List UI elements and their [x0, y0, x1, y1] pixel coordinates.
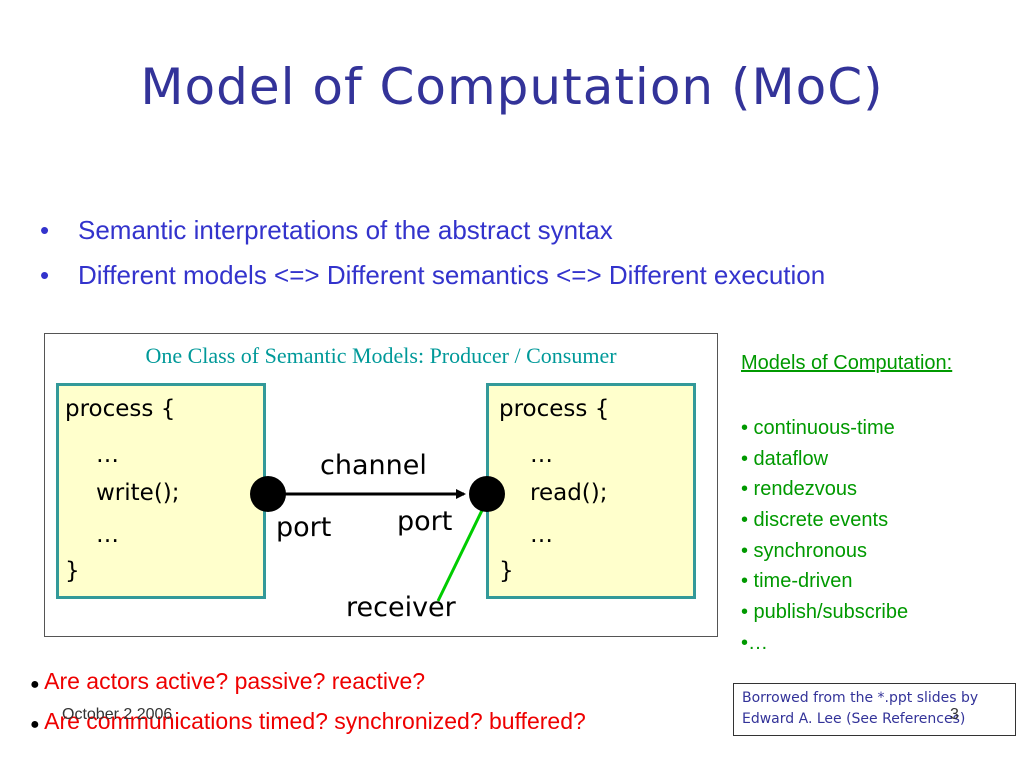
bullet-item: • Semantic interpretations of the abstra… — [40, 212, 1020, 257]
models-list-item: • time-driven — [741, 570, 853, 593]
models-list-item: • rendezvous — [741, 478, 857, 501]
right-port-label: port — [397, 506, 453, 537]
consumer-line: … — [530, 522, 553, 548]
producer-line: … — [96, 522, 119, 548]
models-list-item: • continuous-time — [741, 417, 895, 439]
bullet-text: Semantic interpretations of the abstract… — [78, 215, 613, 245]
bullet-item: • Different models <=> Different semanti… — [40, 257, 1020, 302]
receiver-label: receiver — [346, 592, 456, 623]
question-item: ● Are communications timed? synchronized… — [30, 708, 586, 735]
question-marker: ● — [30, 716, 40, 733]
credit-line: Borrowed from the *.ppt slides by — [742, 690, 979, 706]
question-text: Are communications timed? synchronized? … — [44, 708, 586, 734]
consumer-line: process { — [499, 396, 610, 422]
bullet-marker: • — [40, 260, 50, 290]
producer-line: … — [96, 442, 119, 468]
models-list-item: • publish/subscribe — [741, 601, 909, 624]
slide-title: Model of Computation (MoC) — [140, 58, 884, 116]
producer-line: write(); — [96, 480, 180, 506]
producer-line: } — [65, 558, 80, 584]
credit-line: Edward A. Lee (See References) — [742, 711, 966, 727]
diagram-caption: One Class of Semantic Models: Producer /… — [145, 343, 617, 368]
channel-label: channel — [320, 450, 427, 481]
bullet-marker: • — [40, 215, 50, 245]
models-list-item: •… — [741, 631, 769, 654]
right-port-circle — [469, 476, 505, 512]
models-list-item: • discrete events — [741, 509, 889, 532]
bullet-text: Different models <=> Different semantics… — [78, 260, 826, 290]
consumer-line: … — [530, 442, 553, 468]
models-title: Models of Computation: — [741, 352, 953, 374]
consumer-line: } — [499, 558, 514, 584]
question-item: ● Are actors active? passive? reactive? — [30, 668, 425, 695]
receiver-arrow — [436, 495, 490, 602]
consumer-process-box: process { … read(); … } — [486, 383, 696, 599]
models-list: • continuous-time • dataflow • rendezvou… — [741, 415, 908, 661]
page-number: 3 — [950, 706, 959, 723]
producer-process-box: process { … write(); … } — [56, 383, 266, 599]
left-port-label: port — [276, 512, 332, 543]
bullet-list: • Semantic interpretations of the abstra… — [40, 212, 1020, 302]
question-marker: ● — [30, 676, 40, 693]
question-text: Are actors active? passive? reactive? — [44, 668, 426, 694]
producer-line: process { — [65, 396, 176, 422]
footer-date: October 2 2006 — [62, 706, 173, 723]
models-list-item: • synchronous — [741, 539, 867, 562]
credit-box: Borrowed from the *.ppt slides by Edward… — [733, 683, 1016, 736]
consumer-line: read(); — [530, 480, 608, 506]
left-port-circle — [250, 476, 286, 512]
models-list-item: • dataflow — [741, 447, 829, 470]
